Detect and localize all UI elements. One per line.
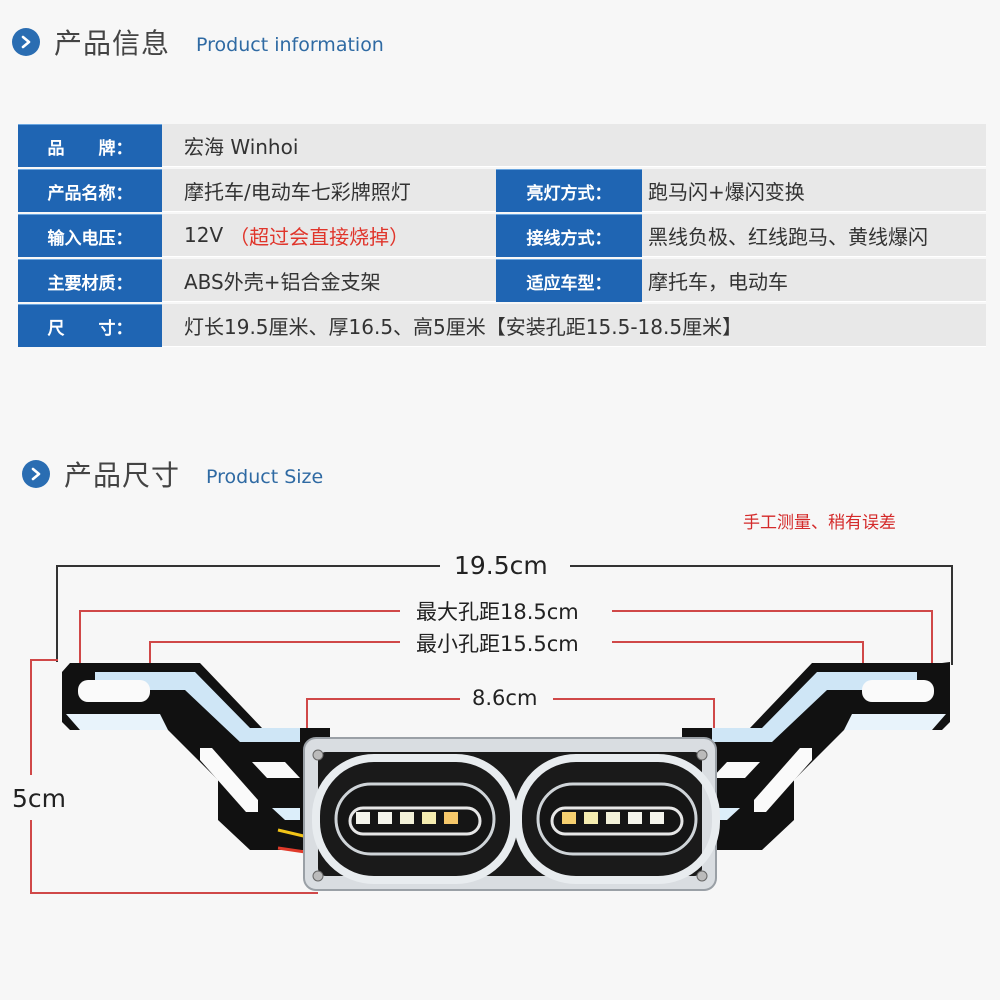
section-header-product-size: 产品尺寸 Product Size — [22, 454, 323, 494]
row-value: ABS外壳+铝合金支架 — [162, 259, 496, 302]
row-label: 输入电压： — [18, 214, 162, 257]
spec-table: 品 牌： 宏海 Winhoi 产品名称： 摩托车/电动车七彩牌照灯 亮灯方式： … — [18, 124, 986, 349]
section-title-en: Product information — [196, 34, 384, 56]
row-label: 品 牌： — [18, 124, 162, 167]
dimension-height: 5cm — [6, 784, 73, 813]
chevron-right-circle-icon — [12, 28, 40, 56]
section-title-cn: 产品信息 — [54, 27, 171, 60]
row-label-2: 接线方式： — [496, 214, 642, 257]
dimension-total-length: 19.5cm — [448, 551, 554, 580]
row-value: 12V （超过会直接烧掉） — [162, 214, 496, 257]
row-label-2: 亮灯方式： — [496, 169, 642, 212]
dimension-light-width: 8.6cm — [466, 686, 544, 710]
voltage-warning: （超过会直接烧掉） — [229, 224, 410, 249]
row-label: 尺 寸： — [18, 304, 162, 347]
light-housing — [303, 737, 720, 891]
section-header-product-info: 产品信息 Product information — [12, 22, 384, 62]
table-row-material: 主要材质： ABS外壳+铝合金支架 适应车型： 摩托车，电动车 — [18, 259, 986, 302]
voltage-value: 12V — [184, 223, 224, 247]
section-title-cn: 产品尺寸 — [64, 459, 181, 492]
row-label: 产品名称： — [18, 169, 162, 212]
table-row-brand: 品 牌： 宏海 Winhoi — [18, 124, 986, 167]
row-value-2: 摩托车，电动车 — [642, 259, 986, 302]
row-label: 主要材质： — [18, 259, 162, 302]
dimension-min-hole: 最小孔距15.5cm — [410, 628, 585, 658]
row-value-2: 黑线负极、红线跑马、黄线爆闪 — [642, 214, 986, 257]
row-value-2: 跑马闪+爆闪变换 — [642, 169, 986, 212]
dimension-max-hole: 最大孔距18.5cm — [410, 596, 585, 626]
license-plate-light-illustration — [30, 565, 953, 894]
section-title-en: Product Size — [206, 466, 324, 488]
row-value: 灯长19.5厘米、厚16.5、高5厘米【安装孔距15.5-18.5厘米】 — [162, 304, 986, 347]
product-dimension-diagram: 19.5cm 最大孔距18.5cm 最小孔距15.5cm 8.6cm 5cm — [0, 540, 1000, 940]
chevron-right-circle-icon — [22, 460, 50, 488]
measurement-note: 手工测量、稍有误差 — [743, 513, 896, 533]
table-row-product-name: 产品名称： 摩托车/电动车七彩牌照灯 亮灯方式： 跑马闪+爆闪变换 — [18, 169, 986, 212]
row-value: 摩托车/电动车七彩牌照灯 — [162, 169, 496, 212]
row-value: 宏海 Winhoi — [162, 124, 986, 167]
table-row-size: 尺 寸： 灯长19.5厘米、厚16.5、高5厘米【安装孔距15.5-18.5厘米… — [18, 304, 986, 347]
row-label-2: 适应车型： — [496, 259, 642, 302]
table-row-voltage: 输入电压： 12V （超过会直接烧掉） 接线方式： 黑线负极、红线跑马、黄线爆闪 — [18, 214, 986, 257]
